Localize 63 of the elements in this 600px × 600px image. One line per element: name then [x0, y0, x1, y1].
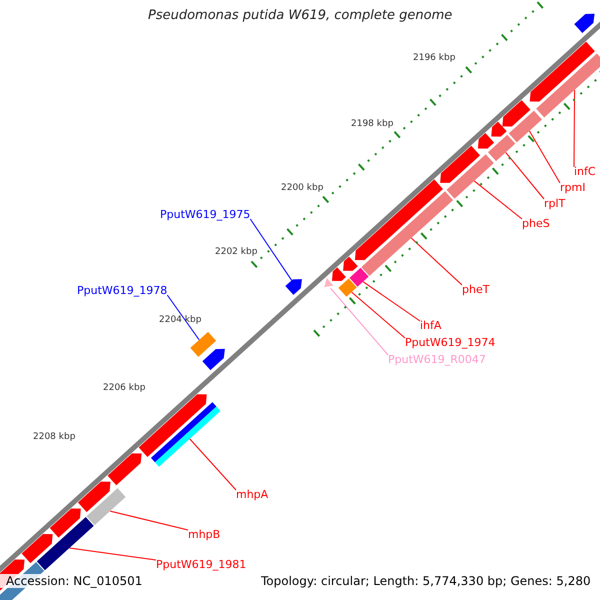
gene-feature	[446, 154, 494, 199]
gene-feature	[332, 267, 346, 281]
leader-line	[505, 152, 544, 200]
gene-label: rplT	[544, 197, 566, 210]
gene-feature	[78, 482, 110, 512]
gene-feature	[361, 191, 454, 276]
gene-label: rpmI	[560, 181, 586, 194]
gene-feature	[349, 268, 369, 287]
leader-line	[68, 548, 156, 560]
gene-feature	[440, 146, 480, 183]
leader-line	[166, 294, 200, 340]
gene-feature	[536, 54, 600, 118]
gene-label: PputW619_R0047	[388, 353, 486, 366]
gene-label: pheT	[462, 283, 490, 296]
genome-info-text: Topology: circular; Length: 5,774,330 bp; Genes: 5,280	[261, 574, 591, 588]
gene-feature	[488, 134, 516, 162]
gene-feature	[354, 179, 443, 260]
gene-feature	[343, 256, 358, 271]
leader-line	[330, 288, 388, 356]
gene-feature	[508, 110, 542, 142]
leader-line	[474, 180, 522, 220]
gene-feature	[86, 488, 126, 526]
gene-feature	[202, 348, 225, 370]
gene-label: ihfA	[420, 319, 442, 332]
gene-feature	[190, 332, 216, 357]
gene-label: infC	[574, 165, 596, 178]
gene-label: PputW619_1974	[405, 336, 496, 349]
scale-label: 2196 kbp	[413, 53, 456, 63]
leader-line	[351, 292, 406, 338]
scale-label: 2198 kbp	[351, 119, 394, 129]
gene-feature	[22, 534, 53, 564]
leader-line	[250, 218, 292, 281]
gene-label: PputW619_1975	[160, 208, 250, 221]
gene-label: PputW619_1981	[156, 558, 246, 571]
gene-label: mhpB	[188, 528, 220, 541]
gene-label: PputW619_1978	[77, 284, 168, 297]
gene-feature	[36, 516, 94, 570]
leader-line	[110, 510, 188, 530]
gene-label: pheS	[522, 217, 550, 230]
leader-line	[189, 438, 236, 490]
scale-label: 2204 kbp	[159, 315, 202, 325]
gene-feature	[502, 100, 530, 126]
gene-label: mhpA	[236, 488, 268, 501]
gene-feature	[574, 14, 595, 33]
gene-feature	[150, 402, 220, 467]
leader-line	[574, 89, 576, 168]
gene-feature	[530, 42, 595, 102]
scale-label: 2200 kbp	[281, 183, 324, 193]
scale-label: 2206 kbp	[103, 383, 146, 393]
leader-line	[410, 238, 462, 286]
gene-feature	[108, 453, 142, 486]
gene-feature	[285, 279, 302, 295]
leader-line	[362, 281, 420, 322]
map-title: Pseudomonas putida W619, complete genome	[148, 8, 452, 23]
scale-label: 2202 kbp	[215, 247, 258, 257]
gene-feature	[478, 133, 494, 149]
scale-label: 2208 kbp	[33, 432, 76, 442]
gene-feature	[138, 394, 207, 457]
gene-feature	[50, 508, 81, 538]
gene-feature	[324, 278, 334, 288]
gene-feature	[338, 278, 357, 297]
gene-feature	[491, 122, 507, 137]
leader-line	[528, 130, 560, 184]
